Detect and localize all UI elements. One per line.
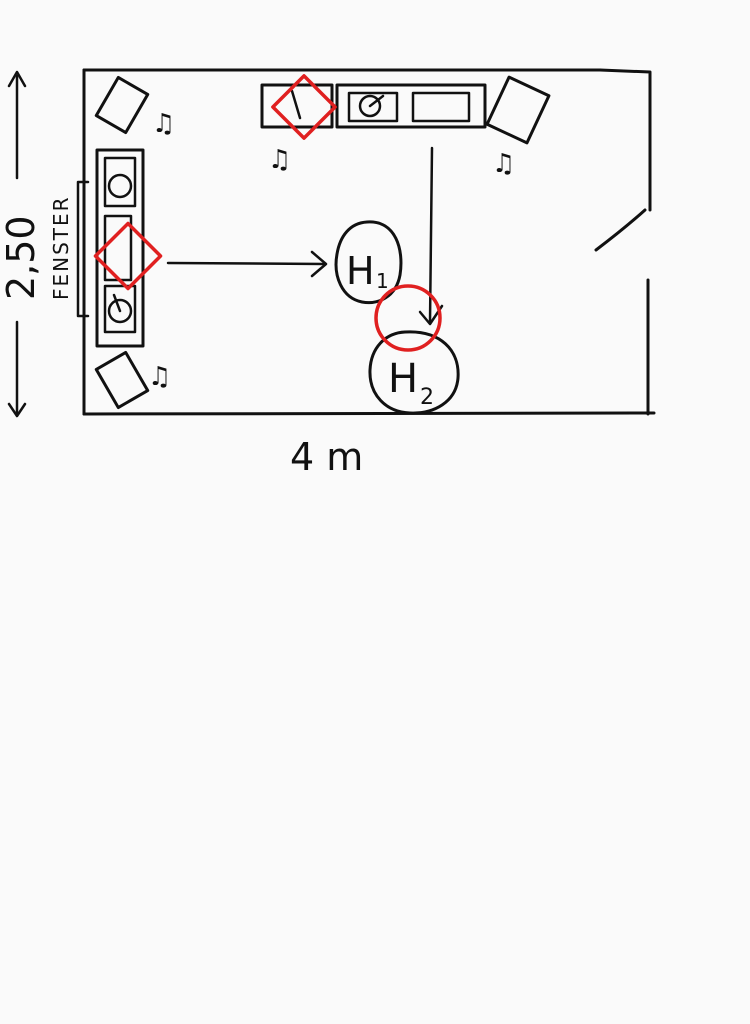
- listener-h2-index: 2: [420, 385, 434, 410]
- listener-h2: [368, 330, 460, 415]
- wall-bottom: [82, 411, 656, 416]
- room-walls: [82, 68, 656, 416]
- listener-h2-letter: H: [388, 356, 418, 402]
- width-label: 4 m: [290, 435, 363, 479]
- top-console: [260, 83, 487, 129]
- wall-top-right: [598, 68, 652, 212]
- height-dimension: [7, 70, 27, 418]
- highlight-diamond-top: [271, 74, 337, 140]
- listener-h1-index: 1: [376, 269, 389, 293]
- speaker-top-left: [94, 75, 150, 135]
- listener-h1-letter: H: [346, 249, 375, 293]
- listener-h1: [334, 220, 403, 305]
- arrow-left-to-h1: [166, 250, 328, 278]
- speaker-bottom-left: [94, 350, 150, 410]
- music-note-icon: ♫: [152, 109, 175, 139]
- height-label: 2,50: [0, 215, 43, 300]
- highlight-diamond-left: [93, 221, 163, 291]
- speaker-top-right: [485, 75, 551, 145]
- highlight-circle-overlap: [374, 284, 442, 352]
- window-bracket: [76, 180, 90, 318]
- music-note-icon: ♫: [268, 145, 291, 175]
- window-label: FENSTER: [49, 195, 73, 300]
- door-swing: [594, 208, 647, 252]
- music-note-icon: ♫: [148, 362, 171, 392]
- music-note-icon: ♫: [492, 149, 515, 179]
